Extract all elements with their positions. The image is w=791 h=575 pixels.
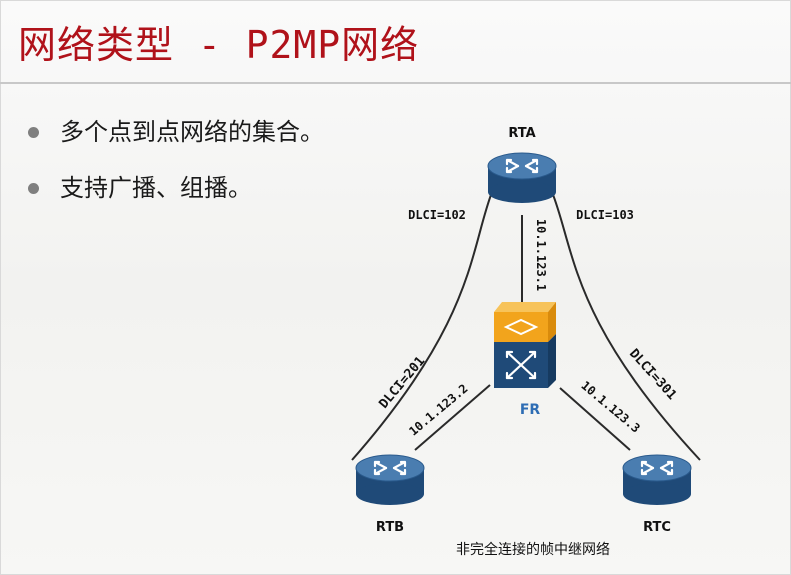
ip-rtc-label: 10.1.123.3 bbox=[578, 378, 642, 435]
bullet-item: 支持广播、组播。 bbox=[26, 168, 324, 224]
title-divider bbox=[0, 82, 791, 84]
vc-rta-rtc bbox=[551, 191, 701, 461]
dlci-102-label: DLCI=102 bbox=[408, 208, 466, 222]
bullet-text: 多个点到点网络的集合。 bbox=[60, 118, 324, 146]
router-rtc-icon bbox=[621, 453, 693, 507]
fr-label: FR bbox=[520, 402, 541, 418]
dlci-201-label: DLCI=201 bbox=[376, 354, 428, 412]
slide-title: 网络类型 - P2MP网络 bbox=[18, 23, 420, 67]
bullet-dot-icon bbox=[28, 127, 39, 138]
bullet-item: 多个点到点网络的集合。 bbox=[26, 112, 324, 168]
rtb-label: RTB bbox=[376, 520, 404, 535]
bullet-dot-icon bbox=[28, 183, 39, 194]
fr-switch-icon bbox=[494, 302, 556, 388]
link-rtb-fr bbox=[414, 384, 491, 451]
rtc-label: RTC bbox=[643, 520, 671, 535]
vc-rta-rtb bbox=[351, 191, 493, 461]
bullet-text: 支持广播、组播。 bbox=[60, 174, 252, 202]
diagram-caption: 非完全连接的帧中继网络 bbox=[456, 541, 610, 558]
router-rta-icon bbox=[486, 151, 558, 205]
dlci-301-label: DLCI=301 bbox=[626, 346, 679, 403]
rta-label: RTA bbox=[508, 126, 535, 141]
dlci-103-label: DLCI=103 bbox=[576, 208, 634, 222]
router-rtb-icon bbox=[354, 453, 426, 507]
ip-rta-label: 10.1.123.1 bbox=[534, 219, 548, 291]
bullet-list: 多个点到点网络的集合。 支持广播、组播。 bbox=[26, 112, 324, 224]
link-rtc-fr bbox=[559, 387, 631, 451]
